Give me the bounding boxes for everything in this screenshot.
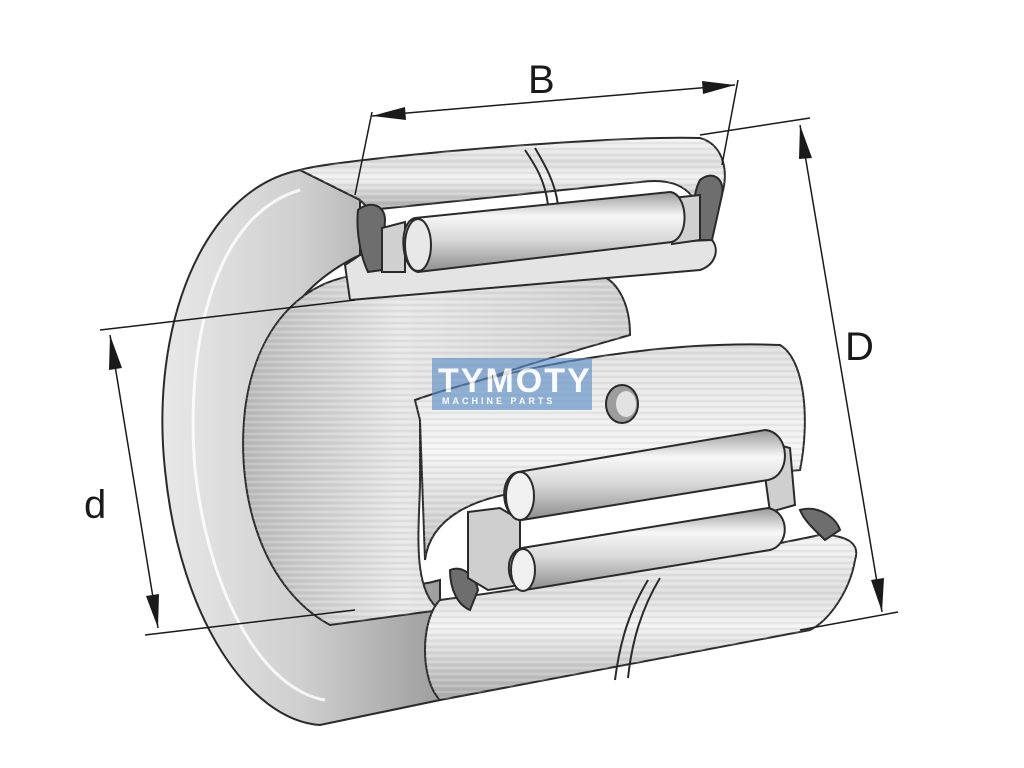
dimension-d-outer: D xyxy=(699,117,899,631)
cage-lower xyxy=(467,438,797,592)
watermark-brand: TYMOTY xyxy=(438,362,592,400)
dimension-d-outer-label: D xyxy=(845,325,874,369)
dimension-d-inner: d xyxy=(84,299,356,636)
seal-upper-left xyxy=(356,203,387,274)
outer-ring-upper xyxy=(297,136,726,302)
dimension-b-label: B xyxy=(528,58,555,102)
needle-roller-upper xyxy=(402,190,686,274)
seal-lower-right xyxy=(798,507,842,542)
needle-roller-lower-1 xyxy=(503,428,786,522)
outer-ring-lower xyxy=(424,533,858,702)
dimension-d-inner-label: d xyxy=(84,483,106,527)
needle-roller-lower-2 xyxy=(507,506,786,592)
watermark-tagline: MACHINE PARTS xyxy=(442,396,555,406)
watermark-logo: TYMOTY MACHINE PARTS xyxy=(432,358,592,410)
dimension-b: B xyxy=(354,58,739,196)
